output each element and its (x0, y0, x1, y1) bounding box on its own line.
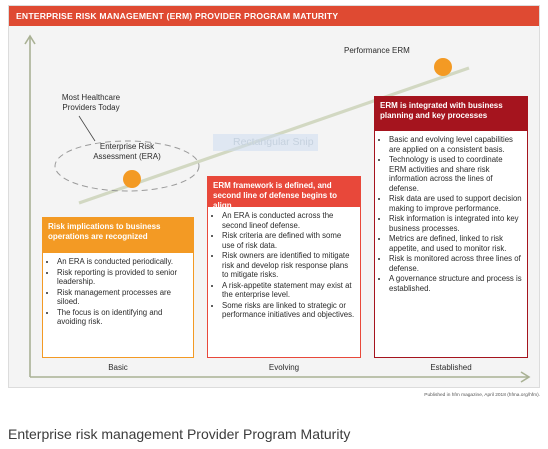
rectangular-snip-overlay: Rectangular Snip (213, 134, 318, 151)
established-card-bullets: Basic and evolving level capabilities ar… (375, 131, 527, 293)
era-line-2: Assessment (ERA) (93, 152, 161, 161)
era-line-1: Enterprise Risk (99, 142, 155, 151)
axis-label-basic: Basic (108, 363, 128, 372)
bullet-item: Risk information is integrated into key … (389, 214, 522, 233)
healthcare-line-1: Most Healthcare (61, 93, 121, 102)
established-stage-card: ERM is integrated with business planning… (374, 96, 528, 358)
figure-caption: Enterprise risk management Provider Prog… (8, 426, 351, 442)
x-axis-arrow (520, 371, 531, 383)
evolving-card-heading: ERM framework is defined, and second lin… (208, 177, 360, 210)
bullet-item: A governance structure and process is es… (389, 274, 522, 293)
evolving-card-bullets: An ERA is conducted across the second li… (208, 207, 360, 320)
bullet-item: An ERA is conducted across the second li… (222, 211, 355, 230)
source-credit: Published in hfm magazine, April 2018 (h… (424, 393, 540, 398)
bullet-item: Risk owners are identified to mitigate r… (222, 251, 355, 280)
era-label: Enterprise Risk Assessment (ERA) (87, 142, 167, 162)
bullet-item: Risk reporting is provided to senior lea… (57, 268, 188, 287)
bullet-item: Metrics are defined, linked to risk appe… (389, 234, 522, 253)
bullet-item: Risk management processes are siloed. (57, 288, 188, 307)
axis-label-established: Established (430, 363, 472, 372)
bullet-item: The focus is on identifying and avoiding… (57, 308, 188, 327)
bullet-item: An ERA is conducted periodically. (57, 257, 188, 267)
bullet-item: Technology is used to coordinate ERM act… (389, 155, 522, 193)
basic-card-heading: Risk implications to business operations… (43, 218, 193, 253)
erm-maturity-figure: ENTERPRISE RISK MANAGEMENT (ERM) PROVIDE… (8, 5, 540, 388)
performance-erm-label: Performance ERM (344, 46, 410, 55)
bullet-item: Risk criteria are defined with some use … (222, 231, 355, 250)
bullet-item: A risk-appetite statement may exist at t… (222, 281, 355, 300)
healthcare-providers-label: Most Healthcare Providers Today (46, 93, 136, 113)
bullet-item: Basic and evolving level capabilities ar… (389, 135, 522, 154)
established-card-heading: ERM is integrated with business planning… (375, 97, 527, 131)
bullet-item: Risk is monitored across three lines of … (389, 254, 522, 273)
healthcare-line-2: Providers Today (62, 103, 120, 112)
y-axis-arrow (24, 34, 36, 45)
figure-title: ENTERPRISE RISK MANAGEMENT (ERM) PROVIDE… (9, 6, 539, 26)
axis-label-evolving: Evolving (268, 363, 300, 372)
performance-erm-marker (434, 58, 452, 76)
basic-stage-card: Risk implications to business operations… (42, 217, 194, 358)
evolving-stage-card: ERM framework is defined, and second lin… (207, 176, 361, 358)
era-dashed-ellipse (54, 140, 200, 192)
bullet-item: Some risks are linked to strategic or pe… (222, 301, 355, 320)
pointer-line (78, 115, 96, 142)
basic-card-bullets: An ERA is conducted periodically. Risk r… (43, 253, 193, 327)
bullet-item: Risk data are used to support decision m… (389, 194, 522, 213)
era-marker (123, 170, 141, 188)
